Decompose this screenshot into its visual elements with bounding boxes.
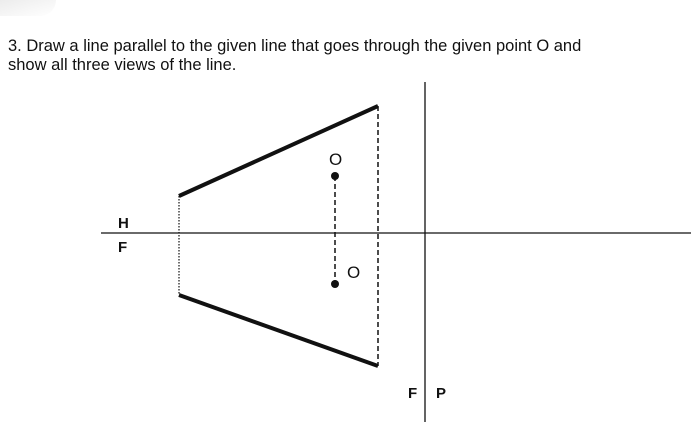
- point-o-front-label: O: [347, 263, 360, 282]
- corner-shadow: [0, 0, 56, 16]
- question-text: 3. Draw a line parallel to the given lin…: [8, 37, 692, 75]
- point-o-top-label: O: [329, 150, 342, 169]
- fp-p-label: P: [436, 385, 446, 402]
- fp-f-label: F: [408, 385, 417, 402]
- f-label: F: [118, 239, 127, 256]
- question-line-1: 3. Draw a line parallel to the given lin…: [8, 37, 582, 55]
- point-o-top-view: [331, 172, 339, 180]
- given-line-top-view: [178, 104, 379, 198]
- question-line-2: show all three views of the line.: [8, 56, 237, 74]
- h-label: H: [118, 215, 129, 232]
- point-o-front-view: [331, 280, 339, 288]
- given-line-front-view: [178, 293, 379, 368]
